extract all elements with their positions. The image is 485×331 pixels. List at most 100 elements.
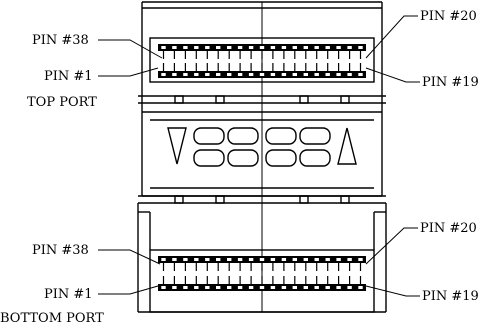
pin-slot xyxy=(270,286,276,289)
pin-slot xyxy=(183,286,188,289)
led-window xyxy=(299,127,331,145)
top-pin-20-label: PIN #20 xyxy=(420,9,477,24)
pin-slot xyxy=(227,73,232,76)
pin-slot xyxy=(358,286,363,289)
pin-slot xyxy=(205,46,210,49)
pin-slot xyxy=(303,46,308,49)
pin-slot xyxy=(270,258,276,261)
pin-slot xyxy=(248,286,254,289)
up-triangle-icon xyxy=(337,127,357,165)
pin-slot xyxy=(281,73,287,76)
led-window xyxy=(265,127,297,145)
pin-slot xyxy=(248,258,254,261)
pin-slot xyxy=(248,46,254,49)
pin-slot xyxy=(358,258,363,261)
top-port-caption: TOP PORT xyxy=(27,95,97,110)
pin-slot xyxy=(172,258,177,261)
pin-slot xyxy=(248,73,254,76)
bottom-port-upper-pin-row xyxy=(158,256,366,271)
pin-slot xyxy=(227,258,232,261)
pin-slot xyxy=(194,286,199,289)
top-pin-38-label: PIN #38 xyxy=(32,33,89,48)
pin-slot xyxy=(314,46,319,49)
pin-slot xyxy=(161,46,166,49)
pin-slot xyxy=(205,286,210,289)
pin-slot xyxy=(347,73,352,76)
led-window xyxy=(193,149,225,167)
pin-slot xyxy=(194,46,199,49)
pin-slot xyxy=(237,286,243,289)
pin-slot xyxy=(303,258,308,261)
bottom-pin-1-label: PIN #1 xyxy=(44,287,93,302)
pin-slot xyxy=(259,286,265,289)
pin-slot xyxy=(194,258,199,261)
pin-slot xyxy=(161,73,166,76)
pin-slot xyxy=(270,46,276,49)
pin-slot xyxy=(216,258,221,261)
callout-leaders xyxy=(98,15,420,297)
bottom-pin-38-label: PIN #38 xyxy=(32,243,89,258)
top-port-upper-pin-row xyxy=(158,44,366,59)
indicator-panel xyxy=(167,127,357,167)
led-window xyxy=(265,149,297,167)
down-triangle-icon xyxy=(167,127,187,165)
top-pin-1-label: PIN #1 xyxy=(44,69,93,84)
pin-slot xyxy=(281,46,287,49)
pin-slot xyxy=(347,46,352,49)
pin-slot xyxy=(216,73,221,76)
pin-slot xyxy=(292,258,297,261)
pin-slot xyxy=(358,46,363,49)
pin-slot xyxy=(336,73,341,76)
led-window xyxy=(227,127,259,145)
pin-slot xyxy=(325,258,330,261)
pin-slot xyxy=(292,286,297,289)
pin-slot xyxy=(216,46,221,49)
pin-slot xyxy=(358,73,363,76)
pin-slot xyxy=(347,258,352,261)
pin-slot xyxy=(183,73,188,76)
pin-slot xyxy=(259,46,265,49)
pin-slot xyxy=(281,258,287,261)
bottom-port-caption: BOTTOM PORT xyxy=(0,311,104,326)
pin-slot xyxy=(237,73,243,76)
pin-slot xyxy=(292,46,297,49)
pin-slot xyxy=(314,258,319,261)
pin-slot xyxy=(227,286,232,289)
pin-slot xyxy=(347,286,352,289)
led-window xyxy=(227,149,259,167)
top-port-lower-pin-row xyxy=(158,63,366,78)
pin-slot xyxy=(336,46,341,49)
pin-slot xyxy=(303,73,308,76)
pin-slot xyxy=(205,258,210,261)
pin-slot xyxy=(336,258,341,261)
bottom-pin-20-label: PIN #20 xyxy=(420,221,477,236)
pin-slot xyxy=(194,73,199,76)
pin-slot xyxy=(303,286,308,289)
led-window xyxy=(299,149,331,167)
pin-slot xyxy=(172,46,177,49)
pin-slot xyxy=(227,46,232,49)
pin-slot xyxy=(259,73,265,76)
pin-slot xyxy=(183,258,188,261)
bottom-pin-19-label: PIN #19 xyxy=(422,289,479,304)
top-pin-19-label: PIN #19 xyxy=(422,75,479,90)
pin-slot xyxy=(237,258,243,261)
pin-slot xyxy=(161,286,166,289)
pin-slot xyxy=(292,73,297,76)
connector-housing xyxy=(137,1,387,313)
pin-slot xyxy=(172,73,177,76)
pin-slot xyxy=(216,286,221,289)
pin-slot xyxy=(270,73,276,76)
pin-slot xyxy=(237,46,243,49)
pin-slot xyxy=(161,258,166,261)
pin-slot xyxy=(205,73,210,76)
pin-slot xyxy=(172,286,177,289)
pin-slot xyxy=(314,73,319,76)
pin-slot xyxy=(325,73,330,76)
led-window xyxy=(193,127,225,145)
pin-slot xyxy=(281,286,287,289)
pin-slot xyxy=(336,286,341,289)
pin-slot xyxy=(325,46,330,49)
